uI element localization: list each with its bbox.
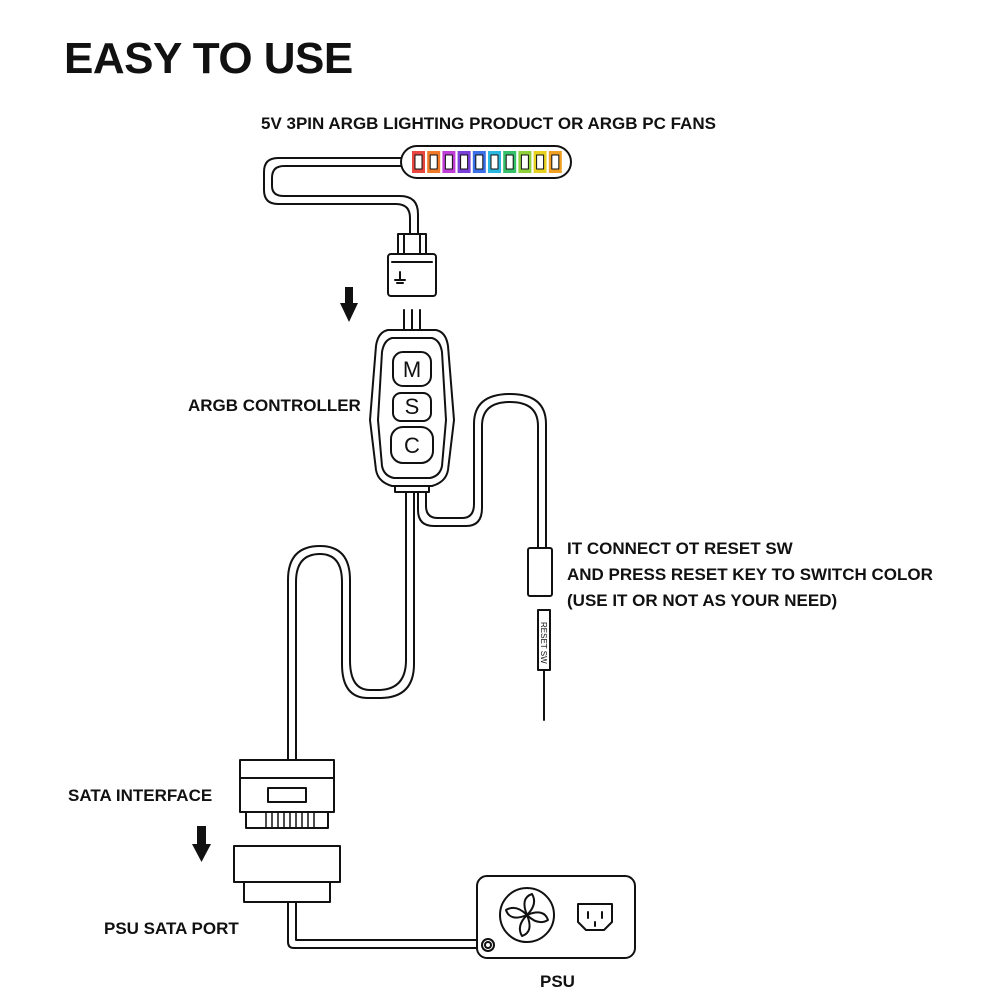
reset-note-line-2: AND PRESS RESET KEY TO SWITCH COLOR (567, 565, 933, 584)
sata-interface-label: SATA INTERFACE (68, 786, 213, 805)
controller-button-m: M (392, 351, 432, 387)
led-window (414, 154, 423, 170)
psu-sata-port-label: PSU SATA PORT (104, 919, 239, 938)
reset-sw-tag: RESET SW (539, 622, 548, 664)
strip-cable (263, 157, 411, 235)
led-window (490, 154, 499, 170)
led-window (536, 154, 545, 170)
button-s-text: S (405, 394, 420, 419)
led-segments (412, 151, 562, 173)
reset-connector: RESET SW (527, 547, 553, 721)
argb-product-label: 5V 3PIN ARGB LIGHTING PRODUCT OR ARGB PC… (261, 114, 716, 133)
argb-led-strip (400, 145, 572, 179)
controller-button-c: C (390, 426, 434, 464)
led-window (460, 154, 469, 170)
controller-button-s: S (392, 392, 432, 422)
argb-3pin-connector (387, 233, 437, 297)
led-window (475, 154, 484, 170)
psu-sata-port (233, 845, 341, 903)
led-window (551, 154, 560, 170)
led-window (444, 154, 453, 170)
ground-symbol-icon (394, 271, 406, 284)
psu-label: PSU (540, 972, 575, 991)
button-m-text: M (403, 357, 421, 382)
led-window (429, 154, 438, 170)
argb-controller-label: ARGB CONTROLLER (188, 396, 361, 415)
psu-cable (287, 901, 481, 949)
controller-pins (403, 309, 421, 331)
fan-icon (499, 887, 555, 943)
sata-cable (287, 491, 407, 761)
sata-connector (239, 759, 335, 829)
reset-cable (417, 401, 539, 549)
page-title: EASY TO USE (64, 34, 353, 83)
led-window (520, 154, 529, 170)
power-socket-icon (577, 903, 613, 931)
down-arrow-icon (340, 287, 358, 322)
psu (476, 875, 636, 959)
down-arrow-icon (192, 826, 211, 862)
reset-note-line-1: IT CONNECT OT RESET SW (567, 539, 793, 558)
reset-note-line-3: (USE IT OR NOT AS YOUR NEED) (567, 591, 838, 610)
led-window (505, 154, 514, 170)
button-c-text: C (404, 433, 420, 458)
sata-pins (265, 811, 315, 829)
